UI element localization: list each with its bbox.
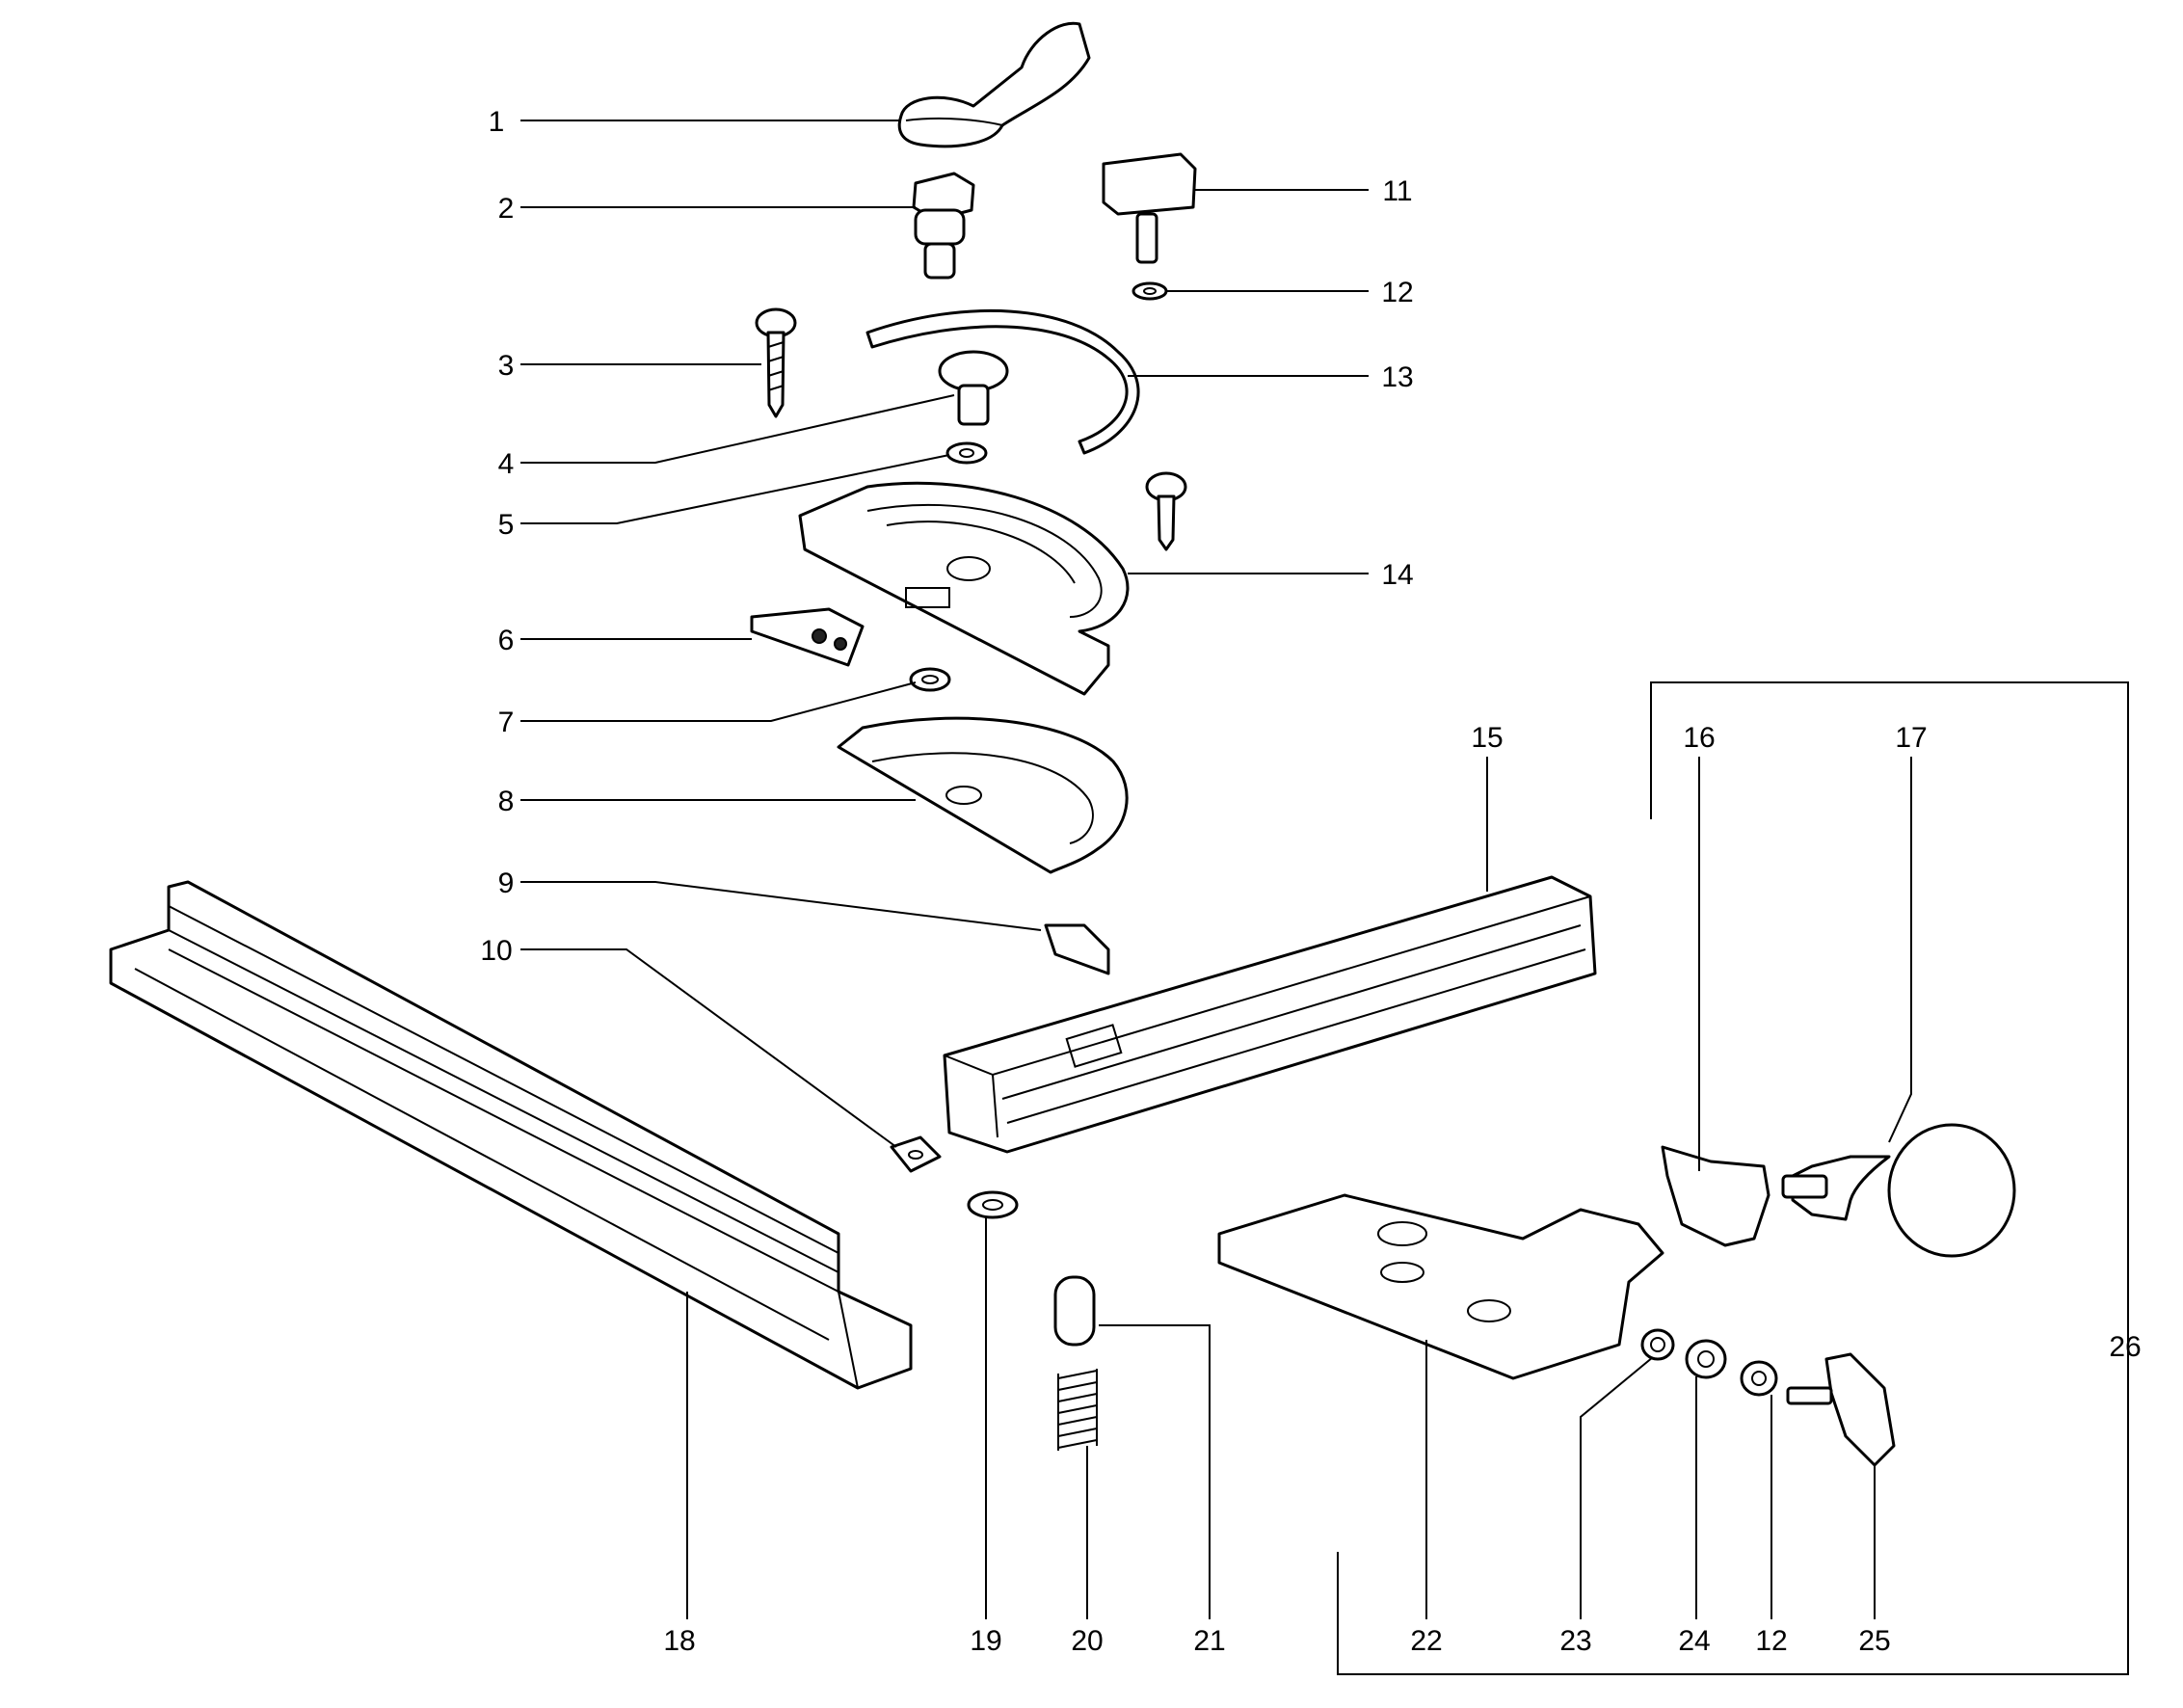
callout-3: 3 <box>498 350 515 382</box>
callout-10: 10 <box>480 935 512 967</box>
part-19-bushing <box>967 1190 1019 1219</box>
callout-6: 6 <box>498 625 515 656</box>
part-17-knob <box>1781 1123 2016 1258</box>
callout-24: 24 <box>1678 1625 1710 1657</box>
callout-18: 18 <box>663 1625 695 1657</box>
callout-21: 21 <box>1193 1625 1225 1657</box>
callout-7: 7 <box>498 707 515 738</box>
callout-11: 11 <box>1382 175 1412 207</box>
part-12-washer <box>1131 281 1168 301</box>
callout-25: 25 <box>1858 1625 1890 1657</box>
part-5-washer <box>945 441 988 465</box>
leader-lines <box>520 120 2129 1675</box>
part-14-miter-gauge-body <box>798 481 1130 696</box>
part-3-screw <box>755 307 797 418</box>
callout-4: 4 <box>498 448 515 480</box>
part-1-lock-handle <box>897 21 1091 148</box>
callout-labels: 1 2 3 4 5 6 7 8 9 10 11 12 13 14 15 16 1… <box>480 106 2141 1657</box>
callout-14: 14 <box>1381 559 1413 591</box>
part-13-angle-scale <box>865 308 1140 455</box>
callout-26: 26 <box>2109 1331 2141 1363</box>
part-2-pivot-stud <box>912 172 975 280</box>
part-9-stop-clip <box>1044 923 1110 975</box>
part-4-knurled-screw <box>938 350 1009 426</box>
callout-15: 15 <box>1471 722 1503 754</box>
part-24-washer <box>1685 1339 1727 1379</box>
callout-2: 2 <box>498 193 515 225</box>
part-25-wing-bolt <box>1786 1352 1896 1467</box>
callout-17: 17 <box>1895 722 1927 754</box>
callout-22: 22 <box>1410 1625 1442 1657</box>
callout-19: 19 <box>970 1625 1001 1657</box>
part-20-spring <box>1057 1369 1098 1451</box>
callout-16: 16 <box>1683 722 1715 754</box>
callout-12-lower: 12 <box>1755 1625 1787 1657</box>
part-11-wing-screw <box>1102 152 1197 264</box>
part-14-screw <box>1145 471 1187 551</box>
callout-20: 20 <box>1071 1625 1103 1657</box>
part-16-clip <box>1661 1145 1770 1247</box>
part-10-square-nut <box>890 1135 942 1173</box>
callout-8: 8 <box>498 786 515 817</box>
part-8-index-plate <box>837 716 1129 874</box>
part-12-washer-lower <box>1740 1360 1778 1397</box>
part-7-lock-washer <box>909 667 951 692</box>
part-22-fence-bracket <box>1217 1193 1664 1380</box>
part-18-fence-extrusion <box>109 880 913 1390</box>
part-23-nut <box>1640 1328 1675 1361</box>
callout-13: 13 <box>1381 361 1413 393</box>
callout-12-upper: 12 <box>1381 277 1413 308</box>
part-21-plunger <box>1053 1275 1096 1347</box>
part-6-pointer <box>750 607 865 667</box>
callout-23: 23 <box>1559 1625 1591 1657</box>
part-15-miter-bar <box>943 875 1597 1154</box>
callout-9: 9 <box>498 867 515 899</box>
callout-1: 1 <box>489 106 505 138</box>
callout-5: 5 <box>498 509 515 541</box>
